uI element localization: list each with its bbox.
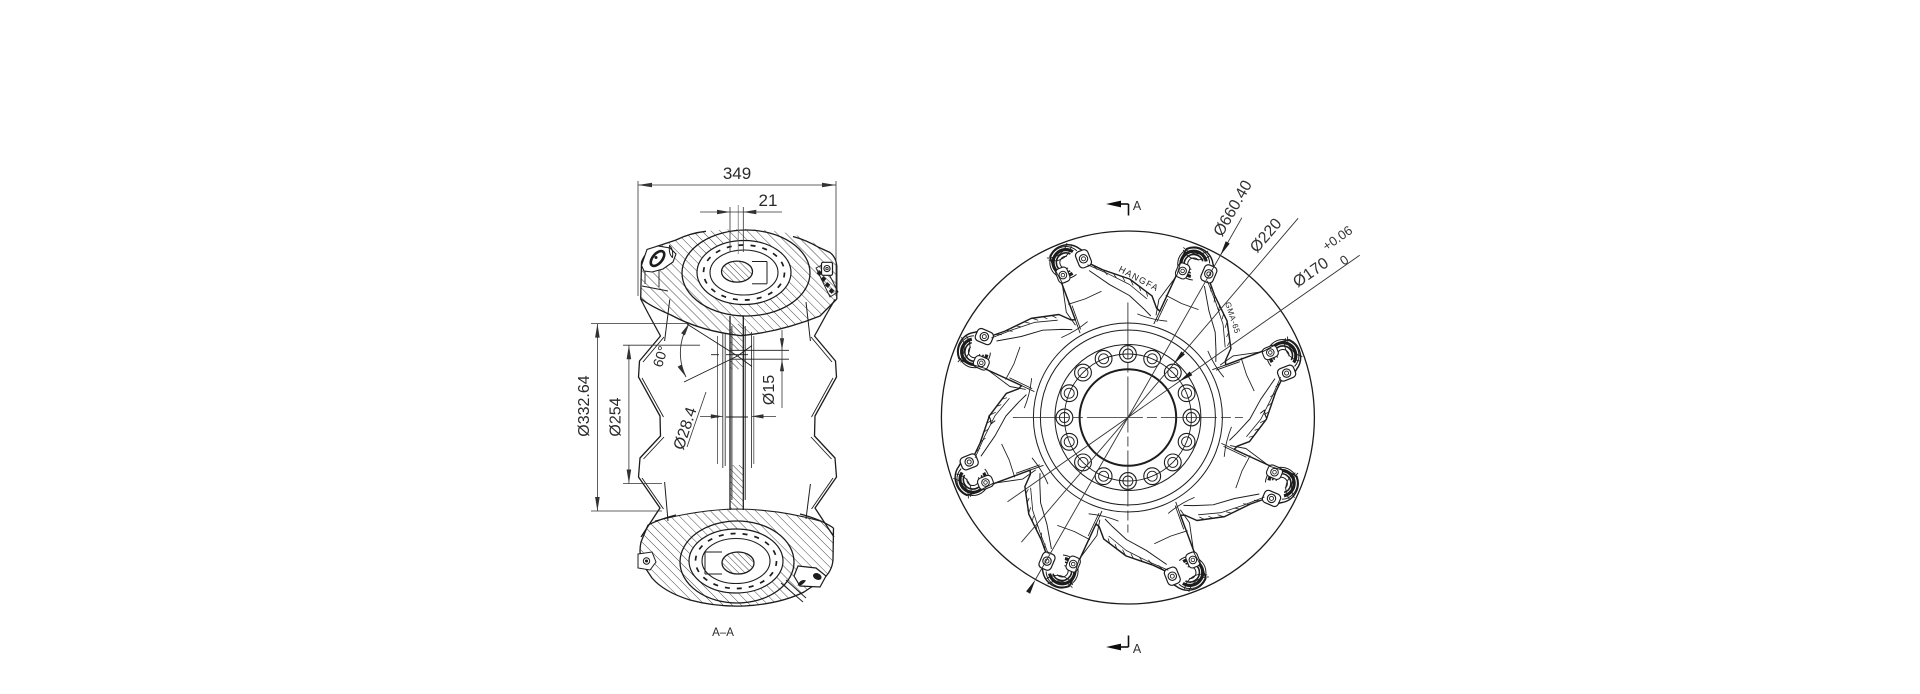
svg-text:Ø332.64: Ø332.64 [576,375,593,436]
svg-text:A: A [1133,642,1142,656]
svg-text:Ø254: Ø254 [608,397,625,436]
svg-text:349: 349 [723,164,751,183]
svg-text:Ø15: Ø15 [761,375,778,405]
svg-text:A–A: A–A [712,627,734,639]
svg-text:21: 21 [759,191,778,210]
svg-text:A: A [1133,199,1142,213]
svg-text:60°: 60° [649,344,671,369]
